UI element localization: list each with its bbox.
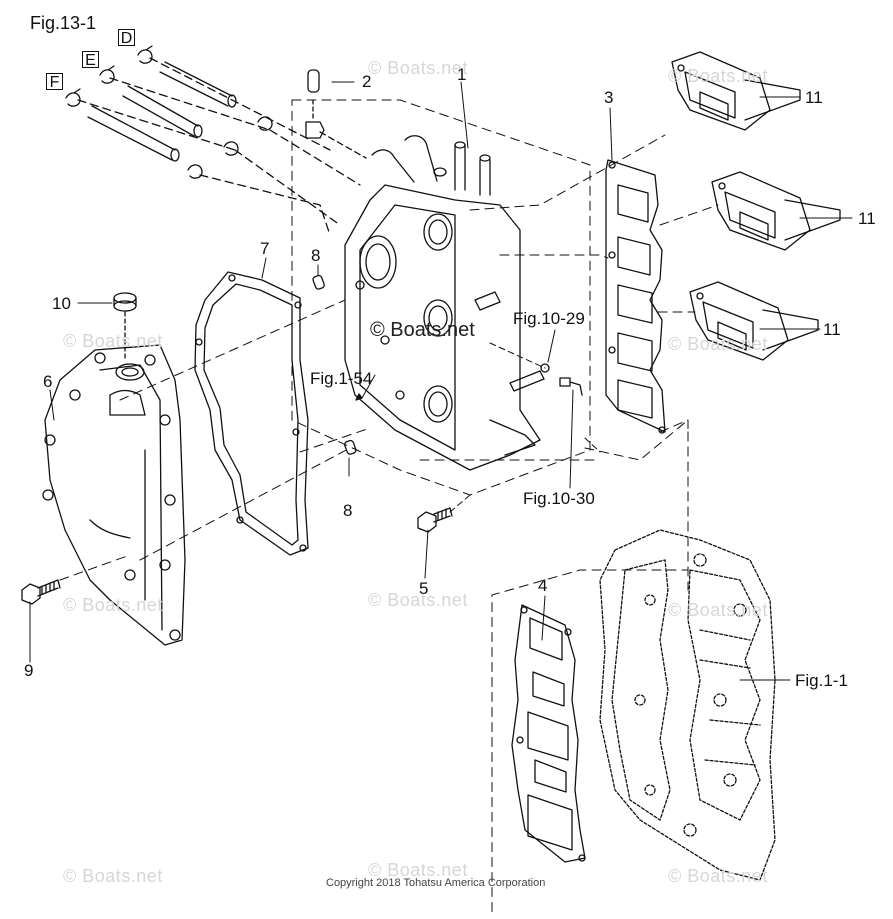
arrow-fig1-54 xyxy=(355,393,363,401)
ref-fig10-30: Fig.10-30 xyxy=(523,489,595,508)
part-4-label: 4 xyxy=(538,576,548,595)
gasket-part-3 xyxy=(605,159,666,434)
watermark-faint: © Boats.net xyxy=(63,595,163,615)
part-8-label-bottom: 8 xyxy=(343,501,353,520)
watermark-faint: © Boats.net xyxy=(668,334,768,354)
sensor-parts xyxy=(509,363,583,396)
watermark-faint: © Boats.net xyxy=(368,860,468,880)
connector-e-label: E xyxy=(82,51,99,69)
watermark-faint: © Boats.net xyxy=(668,600,768,620)
hose-f xyxy=(87,105,180,162)
reed-valve-11-top xyxy=(671,51,801,131)
part-7-label: 7 xyxy=(260,239,270,258)
part-2-label: 2 xyxy=(362,72,372,91)
reed-valve-11-bottom xyxy=(689,281,819,361)
part-3-label: 3 xyxy=(604,88,614,107)
dowel-pins-part-8 xyxy=(312,274,357,455)
crankcase-frame xyxy=(491,431,689,916)
watermark-faint: © Boats.net xyxy=(668,66,768,86)
watermark-faint: © Boats.net xyxy=(368,58,468,78)
copyright-notice: Copyright 2018 Tohatsu America Corporati… xyxy=(326,877,546,889)
hose-group xyxy=(65,45,361,236)
leader-lines xyxy=(29,81,853,681)
figure-title: Fig.13-1 xyxy=(30,13,97,33)
cylinder-head-part-1 xyxy=(344,135,541,471)
reed-valve-11-middle xyxy=(711,171,841,251)
crankcase-fig1-1 xyxy=(599,529,776,881)
bolt-part-9 xyxy=(21,579,61,605)
assembly-box-1 xyxy=(291,99,591,496)
part-9-label: 9 xyxy=(24,661,34,680)
part-1-label: 1 xyxy=(457,65,467,84)
ref-fig10-29: Fig.10-29 xyxy=(513,309,585,328)
watermark-faint: © Boats.net xyxy=(63,866,163,886)
part-5-label: 5 xyxy=(419,579,429,598)
connector-f-label: F xyxy=(46,73,63,91)
gasket-part-7 xyxy=(194,271,309,556)
watermark-main: © Boats.net xyxy=(370,319,475,341)
gasket-part-4 xyxy=(511,604,586,863)
watermark-faint: © Boats.net xyxy=(63,331,163,351)
cap-part-10 xyxy=(113,292,137,361)
cover-part-6 xyxy=(42,344,186,646)
clip-icons xyxy=(65,45,273,179)
hose-d xyxy=(159,61,237,108)
pin-part-2 xyxy=(305,69,367,159)
part-11-label-bottom: 11 xyxy=(823,320,841,339)
part-10-label: 10 xyxy=(52,294,71,313)
part-11-label-middle: 11 xyxy=(858,209,876,228)
ref-fig1-54: Fig.1-54 xyxy=(310,369,373,388)
part-6-label: 6 xyxy=(43,372,53,391)
hose-e xyxy=(122,85,203,138)
part-8-label-top: 8 xyxy=(311,246,321,265)
bolt-part-5 xyxy=(417,507,453,533)
part-11-label-top: 11 xyxy=(805,88,823,107)
connector-d-label: D xyxy=(118,29,135,47)
watermark-faint: © Boats.net xyxy=(668,866,768,886)
ref-fig1-1: Fig.1-1 xyxy=(795,671,848,690)
watermark-faint: © Boats.net xyxy=(368,590,468,610)
